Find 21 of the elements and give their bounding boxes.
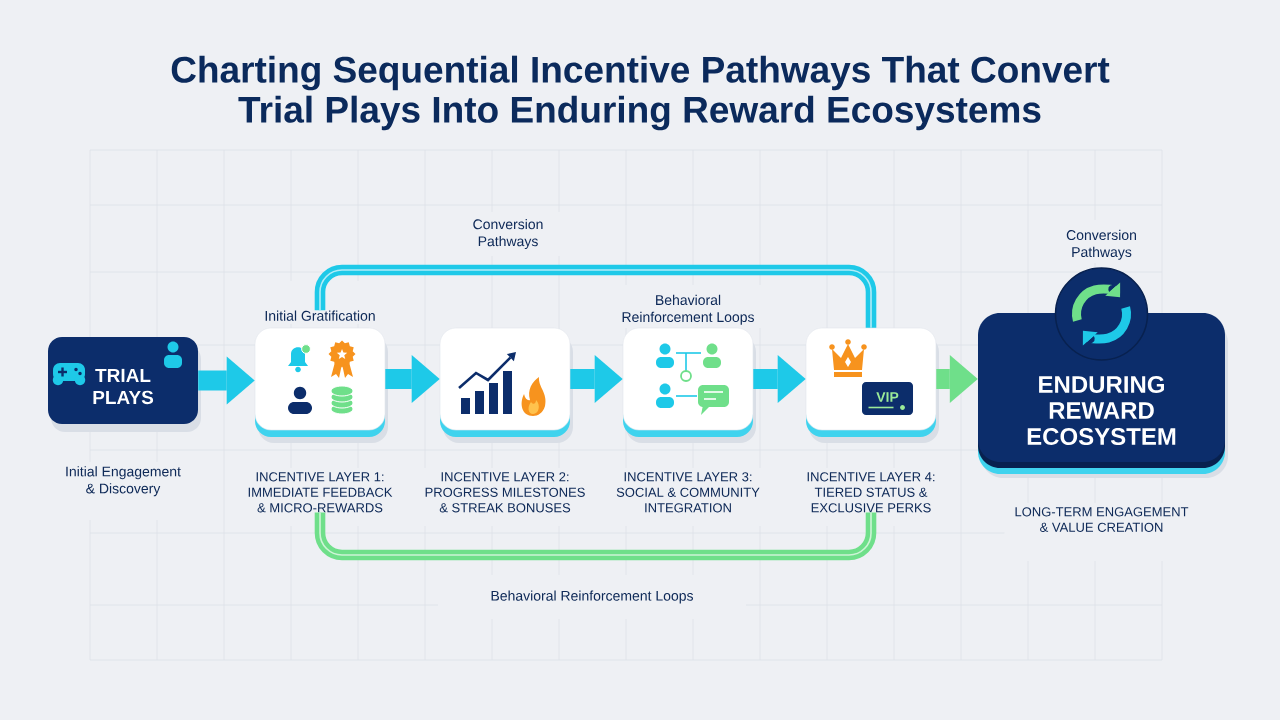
- arrow: [570, 355, 623, 403]
- node-label: Initial Engagement & Discovery: [66, 466, 181, 497]
- title: Charting Sequential Incentive Pathways That Convert Trial Plays Into Enduring Reward Ecosystems: [171, 55, 1110, 131]
- arrow: [198, 356, 255, 405]
- heading: Conversion Pathways: [1066, 229, 1136, 260]
- end-box: ENDURING REWARD ECOSYSTEM: [978, 313, 1228, 478]
- edge-label: Conversion Pathways: [473, 218, 543, 249]
- edge-label: Behavioral Reinforcement Loops: [491, 590, 693, 604]
- arrow: [753, 355, 806, 403]
- arrow: [936, 355, 978, 403]
- connector-line: [314, 511, 877, 561]
- arrow: [385, 355, 440, 403]
- node-label: INCENTIVE LAYER 1: IMMEDIATE FEEDBACK & MICRO-REWARDS: [248, 472, 393, 513]
- node-label: INCENTIVE LAYER 3: SOCIAL & COMMUNITY INTEGRATION: [616, 472, 760, 513]
- connector-line: [314, 264, 877, 329]
- node-label: INCENTIVE LAYER 2: PROGRESS MILESTONES & STREAK BONUSES: [425, 472, 585, 513]
- heading: Behavioral Reinforcement Loops: [622, 294, 754, 325]
- start-box: TRIAL PLAYS: [48, 337, 201, 432]
- node-label: INCENTIVE LAYER 4: TIERED STATUS & EXCLUSIVE PERKS: [807, 472, 935, 513]
- heading: Initial Gratification: [265, 310, 375, 321]
- node-label: LONG-TERM ENGAGEMENT & VALUE CREATION: [1015, 507, 1189, 532]
